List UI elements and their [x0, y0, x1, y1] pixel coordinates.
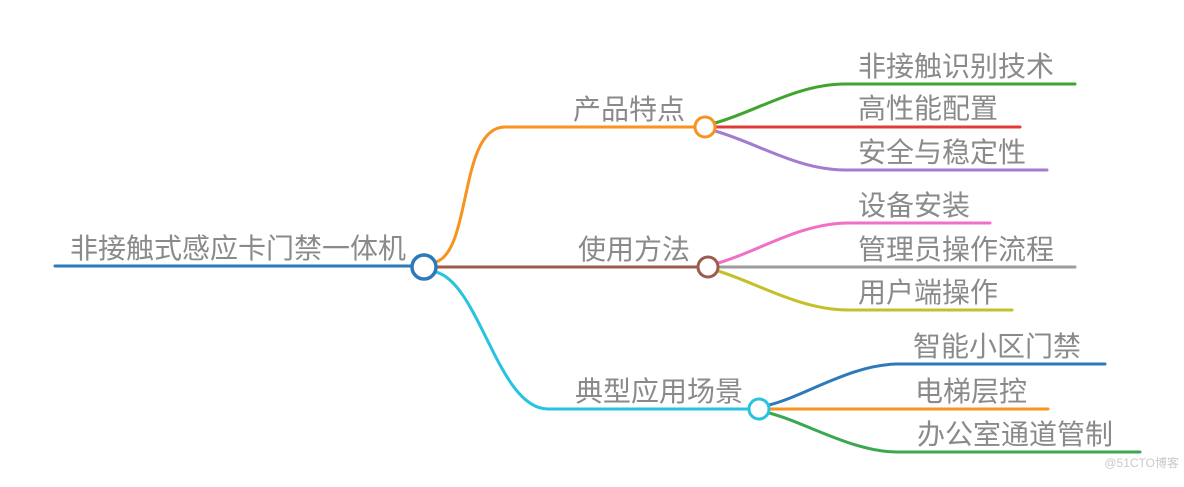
connector-root-to-typical-scenarios: [434, 270, 751, 411]
leaf-admin-operation-flow-label[interactable]: 管理员操作流程: [858, 234, 1055, 265]
connector-usage-method-to-user-side-operation: [716, 269, 1014, 312]
connector-usage-method-to-device-installation: [716, 221, 992, 265]
leaf-device-installation-label[interactable]: 设备安装: [858, 190, 971, 221]
leaf-contactless-recognition-label[interactable]: 非接触识别技术: [858, 51, 1055, 82]
connector-root-to-product-features: [434, 125, 697, 264]
51cto-watermark: @51CTO博客: [1104, 456, 1179, 470]
typical-scenarios-node-circle[interactable]: [747, 397, 771, 421]
root-node-label[interactable]: 非接触式感应卡门禁一体机: [70, 233, 407, 264]
leaf-elevator-floor-control-label[interactable]: 电梯层控: [915, 376, 1028, 407]
branch-product-features-label[interactable]: 产品特点: [573, 94, 686, 125]
connector-product-features-to-contactless-recognition: [713, 82, 1077, 125]
leaf-smart-community-access-label[interactable]: 智能小区门禁: [913, 331, 1082, 362]
leaf-office-passage-control-label[interactable]: 办公室通道管制: [917, 419, 1114, 450]
leaf-user-side-operation-label[interactable]: 用户端操作: [858, 277, 999, 308]
product-features-node-circle[interactable]: [693, 115, 717, 139]
branch-typical-scenarios-label[interactable]: 典型应用场景: [575, 376, 744, 407]
connector-product-features-to-safety-stability: [713, 129, 1049, 172]
leaf-safety-stability-label[interactable]: 安全与稳定性: [858, 137, 1027, 168]
connector-typical-scenarios-to-smart-community-access: [767, 362, 1107, 407]
usage-method-node-circle[interactable]: [696, 255, 720, 279]
leaf-high-performance-label[interactable]: 高性能配置: [858, 93, 999, 124]
root-node-circle[interactable]: [410, 253, 438, 281]
connector-typical-scenarios-to-office-passage-control: [767, 411, 1142, 454]
branch-usage-method-label[interactable]: 使用方法: [578, 234, 691, 265]
